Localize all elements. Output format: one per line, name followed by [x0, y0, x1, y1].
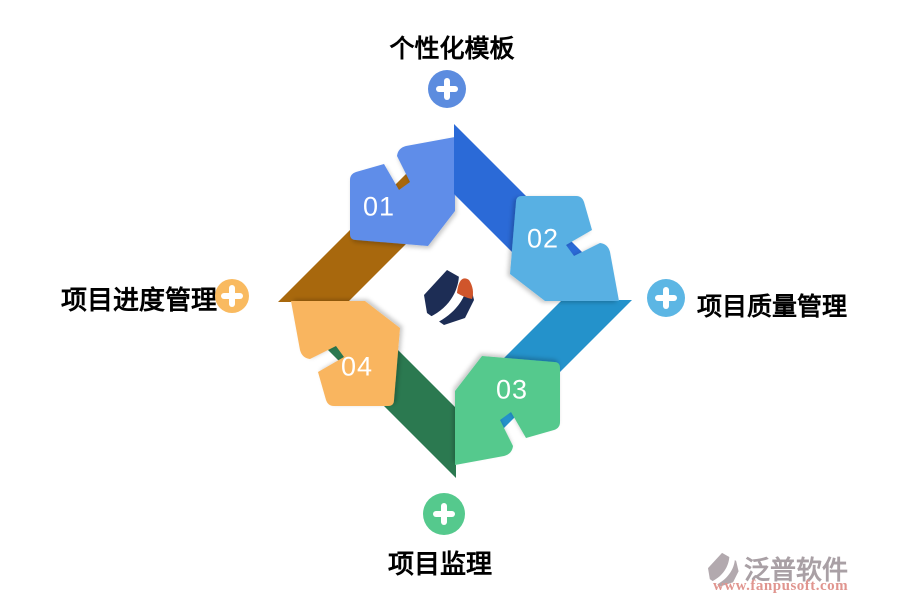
plus-bar — [663, 287, 669, 309]
arrow-head-band-04 — [291, 301, 400, 406]
plus-bar — [444, 78, 450, 100]
callout-label-left: 项目进度管理 — [60, 285, 217, 315]
step-number-03: 03 — [495, 374, 529, 405]
plus-icon-bottom — [423, 493, 465, 535]
step-number-04: 04 — [340, 351, 374, 382]
callout-label-right: 项目质量管理 — [697, 293, 848, 321]
cycle-arrow-02 — [454, 124, 619, 301]
fanpu-logo-icon — [424, 270, 474, 325]
arrow-head-band-02 — [510, 196, 619, 301]
cycle-arrow-04 — [291, 301, 456, 478]
cycle-arrow-01 — [278, 137, 455, 302]
plus-icon-left — [215, 279, 249, 313]
watermark: 泛普软件 www.fanpusoft.com — [695, 549, 895, 597]
callout-label-top: 个性化模板 — [389, 35, 515, 63]
plus-icon-right — [647, 279, 685, 317]
callout-label-bottom: 项目监理 — [387, 549, 493, 579]
plus-icon-top — [428, 70, 466, 108]
arrow-head-band-01 — [350, 137, 455, 246]
plus-bar — [229, 285, 235, 307]
step-number-02: 02 — [526, 223, 560, 254]
cycle-arrow-03 — [455, 300, 632, 465]
step-number-01: 01 — [362, 191, 396, 222]
fanpu-logo-watermark-icon — [708, 552, 739, 587]
plus-bar — [441, 503, 447, 525]
watermark-url: www.fanpusoft.com — [713, 578, 849, 594]
arrow-head-band-03 — [455, 356, 560, 465]
watermark-brand: 泛普软件 — [744, 555, 849, 585]
